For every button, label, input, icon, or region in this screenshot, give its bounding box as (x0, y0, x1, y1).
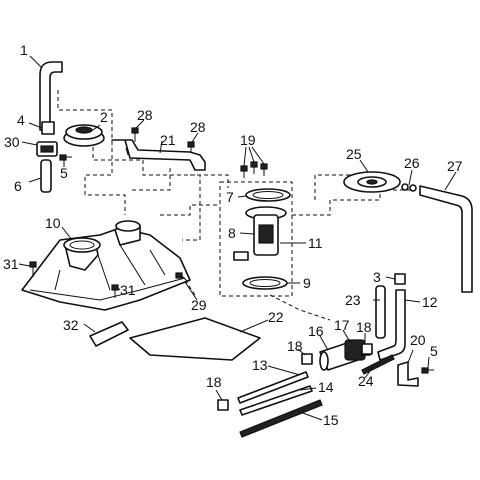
clamp-part-30 (36, 141, 58, 157)
callout-18b: 18 (356, 319, 372, 335)
callout-31b: 31 (120, 282, 136, 298)
elbow-hose-part-1 (39, 61, 63, 131)
fuel-pump-part-8 (233, 206, 287, 261)
bolt-part-28a (131, 127, 139, 142)
pump-group-box (219, 181, 293, 297)
callout-3: 3 (373, 269, 381, 285)
callout-6: 6 (14, 178, 22, 194)
callout-8: 8 (228, 225, 236, 241)
callout-10: 10 (45, 215, 61, 231)
mat-part-22 (129, 317, 261, 361)
callout-7: 7 (226, 189, 234, 205)
screw-part-5a (59, 154, 72, 161)
callout-5a: 5 (60, 165, 68, 181)
hose-part-27 (419, 185, 473, 293)
callout-23: 23 (345, 292, 361, 308)
screw-part-29 (175, 272, 189, 283)
clip-part-26 (401, 183, 417, 192)
callout-labels: 1 2 3 4 5 5 6 7 8 9 10 11 12 13 14 15 16… (3, 42, 463, 428)
filler-cap-part-2 (63, 124, 105, 147)
callout-9: 9 (303, 275, 311, 291)
assembly-guide-lines (57, 90, 410, 321)
bracket-part-21 (111, 139, 206, 171)
callout-19: 19 (240, 132, 256, 148)
callout-12: 12 (422, 294, 438, 310)
clamp-part-18b (361, 343, 373, 355)
fitting-part-4 (41, 121, 55, 135)
bracket-part-20 (397, 361, 419, 387)
bolt-part-31a (29, 261, 37, 277)
callout-22: 22 (268, 309, 284, 325)
callout-25: 25 (346, 146, 362, 162)
screw-part-5b (421, 367, 434, 374)
rod-part-13 (237, 371, 309, 404)
hose-part-6 (40, 159, 52, 193)
rod-part-14 (239, 385, 313, 416)
callout-1: 1 (20, 42, 28, 58)
callout-14: 14 (318, 379, 334, 395)
callout-11: 11 (308, 235, 323, 251)
funnel-part-25 (343, 171, 401, 193)
callout-2: 2 (100, 109, 108, 125)
callout-17: 17 (334, 317, 350, 333)
leader-lines (18, 55, 457, 421)
callout-28b: 28 (190, 119, 206, 135)
callout-24: 24 (358, 373, 374, 389)
spring-part-15 (239, 399, 323, 438)
callout-32: 32 (63, 317, 79, 333)
gasket-part-9 (242, 276, 288, 290)
callout-21: 21 (160, 132, 176, 148)
callout-16: 16 (308, 323, 324, 339)
seal-ring-part-7 (245, 188, 291, 202)
clamp-part-18a (301, 353, 313, 365)
callout-30: 30 (4, 134, 20, 150)
clamp-part-18c (217, 399, 229, 411)
fuel-tank-part-10 (21, 220, 191, 311)
bolt-part-31b (111, 284, 119, 298)
hose-part-12 (377, 289, 406, 361)
callout-13: 13 (252, 357, 268, 373)
callout-18a: 18 (287, 338, 303, 354)
callout-20: 20 (410, 332, 426, 348)
callout-5b: 5 (430, 343, 438, 359)
callout-26: 26 (404, 155, 420, 171)
callout-27: 27 (447, 158, 463, 174)
nut-part-3 (394, 273, 406, 285)
callout-18c: 18 (206, 374, 222, 390)
pad-part-32 (89, 321, 129, 347)
callout-29: 29 (191, 297, 207, 313)
callout-4: 4 (17, 112, 25, 128)
callout-15: 15 (323, 412, 339, 428)
hose-part-23 (375, 285, 386, 339)
screws-part-19 (240, 161, 268, 178)
spring-part-24 (361, 354, 395, 375)
callout-28a: 28 (137, 107, 153, 123)
callout-31a: 31 (3, 256, 19, 272)
